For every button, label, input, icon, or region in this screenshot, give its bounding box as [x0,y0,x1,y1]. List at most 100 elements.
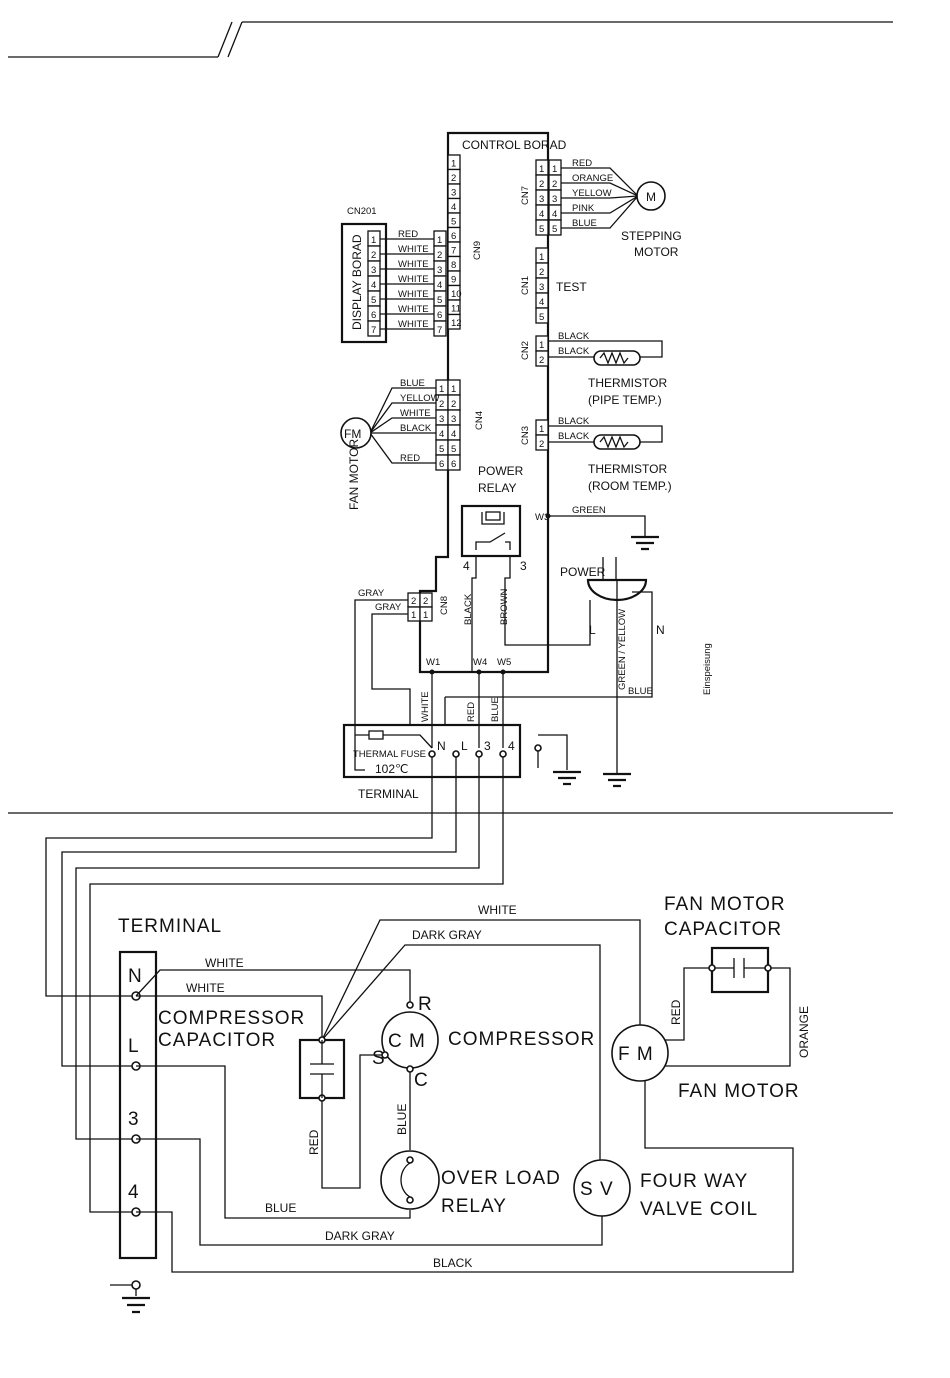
display-wire-label: WHITE [398,304,429,315]
stepping-wire [561,195,639,199]
indoor-terminal-label: TERMINAL [358,787,419,801]
power-relay: POWER RELAY 4 3 BLACK BROWN [460,464,591,672]
cn2-pin [535,350,549,367]
compressor: C M R S C COMPRESSOR [372,994,594,1091]
cn201-mate-pin-label: 4 [437,280,442,291]
display-board-label: DISPLAY BORAD [350,234,364,330]
compressor-cm: C M [388,1031,426,1052]
cn201-pin-label: 1 [371,235,376,246]
cn8-pin-label: 1 [411,610,416,621]
outdoor-terminal-pin-label: L [128,1036,140,1057]
compressor-c: C [414,1070,429,1091]
blue-bottom-label: BLUE [265,1201,296,1215]
cn9-pin-label: 11 [451,304,461,315]
indoor-fan-motor-symbol [340,417,372,449]
sv-text: S V [580,1179,614,1200]
cn7-mate-pin-label: 3 [552,194,557,205]
fan-wire-label: YELLOW [400,393,440,404]
room-thermistor-symbol [593,434,641,450]
thermal-fuse-label: THERMAL FUSE [353,749,426,760]
blue-wire-label: BLUE [628,686,653,697]
cn1-pin-label: 1 [539,252,544,263]
power-plug: POWER L N GREEN / YELLOW BLUE [496,557,665,788]
outdoor-fan-motor-label: FAN MOTOR [678,1081,800,1102]
cn201-mate-pin-label: 5 [437,295,442,306]
cn201-label: CN201 [347,206,377,217]
cn4-mate-pin-label: 1 [439,384,444,395]
cn3-pin [535,434,549,451]
cn9-pin-label: 2 [451,173,456,184]
power-l-label: L [589,623,596,637]
dark-gray-bottom-label: DARK GRAY [325,1229,395,1243]
cn8-label: CN8 [439,596,450,615]
compressor-r: R [418,994,433,1015]
cn4-pin-label: 5 [451,444,456,455]
cn7-label: CN7 [520,186,531,205]
cn8-pin-label: 2 [423,596,428,607]
red-label: RED [307,1129,321,1155]
w4-label: W4 [473,657,487,668]
cn4-pin-label: 3 [451,414,456,425]
stepping-wire-label: RED [572,158,592,169]
cn3-wire-label: BLACK [558,431,590,442]
cn201-pin-label: 2 [371,250,376,261]
fan-wire-label: RED [400,453,420,464]
red-wire-label: RED [466,702,477,722]
stepping-wire-label: YELLOW [572,188,612,199]
cn9-pin [447,313,461,330]
cn7-mate-pin-label: 4 [552,209,557,220]
outdoor-terminal-pin-label: N [128,966,143,987]
fuse-temp-label: 102℃ [375,762,409,776]
indoor-terminal-screw [475,750,483,758]
cn4-mate-pin-label: 3 [439,414,444,425]
stepping-motor-label-2: MOTOR [634,245,679,259]
cn201-pin-label: 6 [371,310,376,321]
indoor-terminal-screw [499,750,507,758]
stepping-motor-m: M [646,190,656,204]
power-relay-label-2: RELAY [478,481,516,495]
cn9-label: CN9 [472,241,483,260]
over-load-relay-symbol [380,1150,440,1210]
cn7-pin-label: 3 [539,194,544,205]
gray-wire-label-2: GRAY [375,602,402,613]
cn4-pin-label: 4 [451,429,456,440]
side-note: Einspeisung [702,643,713,695]
indoor-terminal-pin-label: 4 [508,739,515,753]
cn201-pin-label: 5 [371,295,376,306]
cn4-mate-pin-label: 2 [439,399,444,410]
cn3-wire-label: BLACK [558,416,590,427]
control-board-label: CONTROL BORAD [462,138,567,152]
stepping-wire-label: PINK [572,203,595,214]
cn7-mate-pin-label: 5 [552,224,557,235]
indoor-terminal-screw [428,750,436,758]
white-wire-label: WHITE [420,691,431,722]
cn201-mate-pin-label: 7 [437,325,442,336]
cn201-mate-pin-label: 1 [437,235,442,246]
cn201-mate-pin-label: 2 [437,250,442,261]
cn201-pin-label: 7 [371,325,376,336]
cn8-pin-label: 1 [423,610,428,621]
cn201-mate-pin-label: 3 [437,265,442,276]
cn4-pin [447,454,461,471]
cn8-pin [419,606,433,622]
cn2-wire-label: BLACK [558,346,590,357]
indoor-terminal-pin-label: L [461,739,468,753]
display-wire-label: WHITE [398,289,429,300]
power-n-label: N [656,623,665,637]
compressor-capacitor-label-2: CAPACITOR [158,1030,276,1051]
cn7-pin-label: 1 [539,164,544,175]
fan-capacitor-label-1: FAN MOTOR [664,894,786,915]
stepping-wire [561,182,639,197]
fan-capacitor-label-2: CAPACITOR [664,919,782,940]
cn201-pin-label: 4 [371,280,376,291]
fan-wire [369,387,436,434]
cn4-label: CN4 [474,411,485,430]
cn9-pin-label: 6 [451,231,456,242]
w5-label: W5 [497,657,511,668]
